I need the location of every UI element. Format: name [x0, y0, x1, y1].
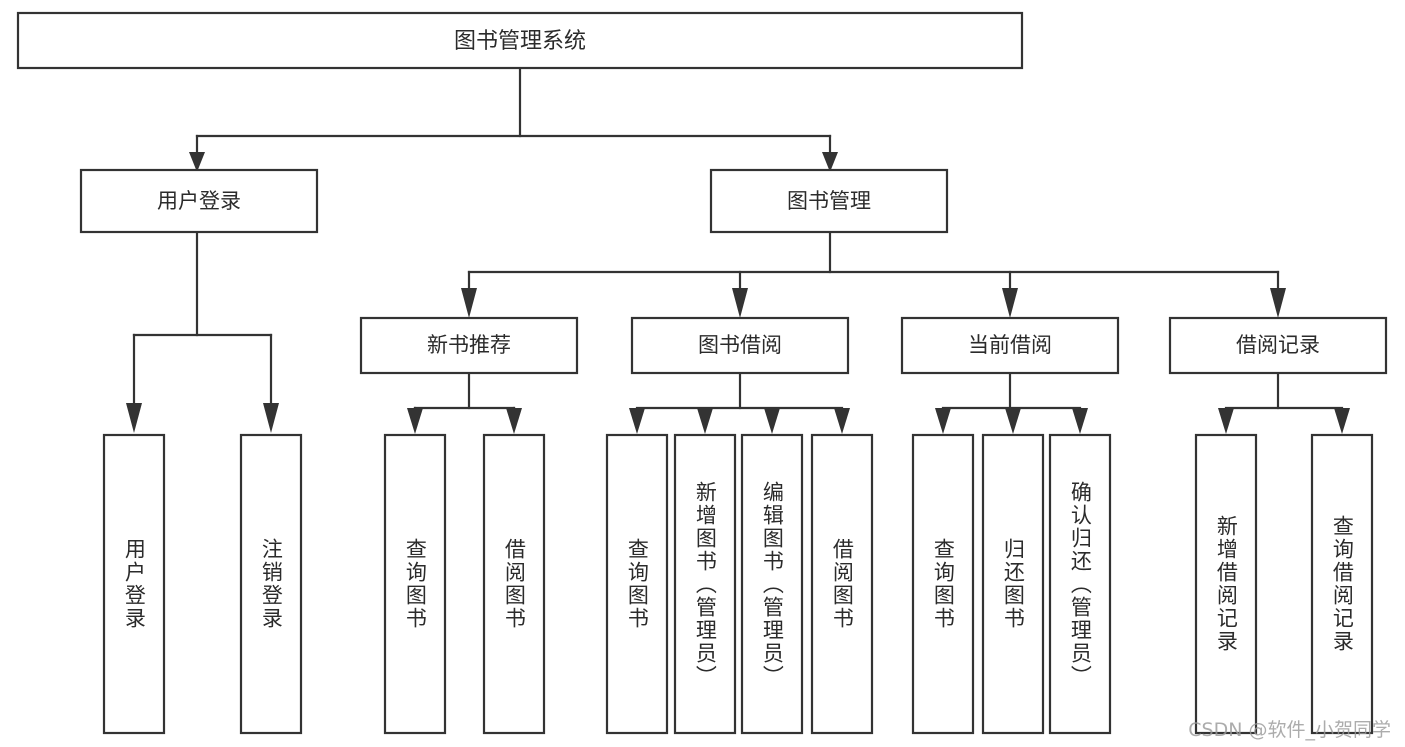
leaf-box-book-borrow-4[interactable] — [810, 433, 874, 735]
node-borrow-record-box[interactable] — [1168, 316, 1388, 375]
arrow-root-to-book-mgmt — [822, 152, 838, 172]
arrow-book-mgmt-child-1 — [461, 288, 477, 318]
node-user-login-box[interactable] — [79, 168, 319, 234]
arrow-new-book-leaf-2 — [506, 408, 522, 434]
arrow-borrow-record-leaf-1 — [1218, 408, 1234, 434]
arrow-user-login-leaf-1 — [126, 403, 142, 433]
connector-group-user-login — [126, 230, 279, 433]
connector-group-borrow-record — [1218, 371, 1350, 434]
arrow-book-mgmt-child-3 — [1002, 288, 1018, 318]
arrow-book-borrow-leaf-1 — [629, 408, 645, 434]
arrow-book-mgmt-child-4 — [1270, 288, 1286, 318]
arrow-book-mgmt-child-2 — [732, 288, 748, 318]
leaf-box-borrow-record-1[interactable] — [1194, 433, 1258, 735]
node-book-mgmt-label: 图书管理 — [787, 189, 871, 213]
node-current-borrow-box[interactable] — [900, 316, 1120, 375]
leaf-box-current-borrow-2[interactable] — [981, 433, 1045, 735]
connector-group-current-borrow — [935, 371, 1088, 434]
arrow-book-borrow-leaf-3 — [764, 408, 780, 434]
node-user-login-label: 用户登录 — [157, 189, 241, 213]
connector-group-book-borrow — [629, 371, 850, 434]
node-book-mgmt-box[interactable] — [709, 168, 949, 234]
leaf-box-book-borrow-3[interactable] — [740, 433, 804, 735]
leaf-box-user-login-2[interactable] — [239, 433, 303, 735]
node-new-book-box[interactable] — [359, 316, 579, 375]
arrow-current-borrow-leaf-1 — [935, 408, 951, 434]
arrow-book-borrow-leaf-2 — [697, 408, 713, 434]
node-borrow-record-label: 借阅记录 — [1236, 333, 1320, 357]
watermark-text: CSDN @软件_小贺同学 — [1188, 719, 1391, 741]
connector-group-root — [189, 66, 838, 172]
arrow-current-borrow-leaf-3 — [1072, 408, 1088, 434]
arrow-user-login-leaf-2 — [263, 403, 279, 433]
leaf-box-borrow-record-2[interactable] — [1310, 433, 1374, 735]
leaf-box-current-borrow-1[interactable] — [911, 433, 975, 735]
arrow-current-borrow-leaf-2 — [1005, 408, 1021, 434]
leaf-box-book-borrow-2[interactable] — [673, 433, 737, 735]
arrow-book-borrow-leaf-4 — [834, 408, 850, 434]
leaf-box-book-borrow-1[interactable] — [605, 433, 669, 735]
connector-group-book-mgmt — [461, 230, 1286, 318]
leaf-box-current-borrow-3[interactable] — [1048, 433, 1112, 735]
node-root-box[interactable] — [16, 11, 1024, 70]
arrow-root-to-user-login — [189, 152, 205, 172]
arrow-borrow-record-leaf-2 — [1334, 408, 1350, 434]
leaf-box-new-book-1[interactable] — [383, 433, 447, 735]
node-current-borrow-label: 当前借阅 — [968, 333, 1052, 357]
connector-group-new-book — [407, 371, 522, 434]
node-book-borrow-label: 图书借阅 — [698, 333, 782, 357]
node-root-label: 图书管理系统 — [454, 29, 586, 54]
arrow-new-book-leaf-1 — [407, 408, 423, 434]
leaf-box-new-book-2[interactable] — [482, 433, 546, 735]
node-book-borrow-box[interactable] — [630, 316, 850, 375]
leaf-box-user-login-1[interactable] — [102, 433, 166, 735]
node-new-book-label: 新书推荐 — [427, 333, 511, 357]
